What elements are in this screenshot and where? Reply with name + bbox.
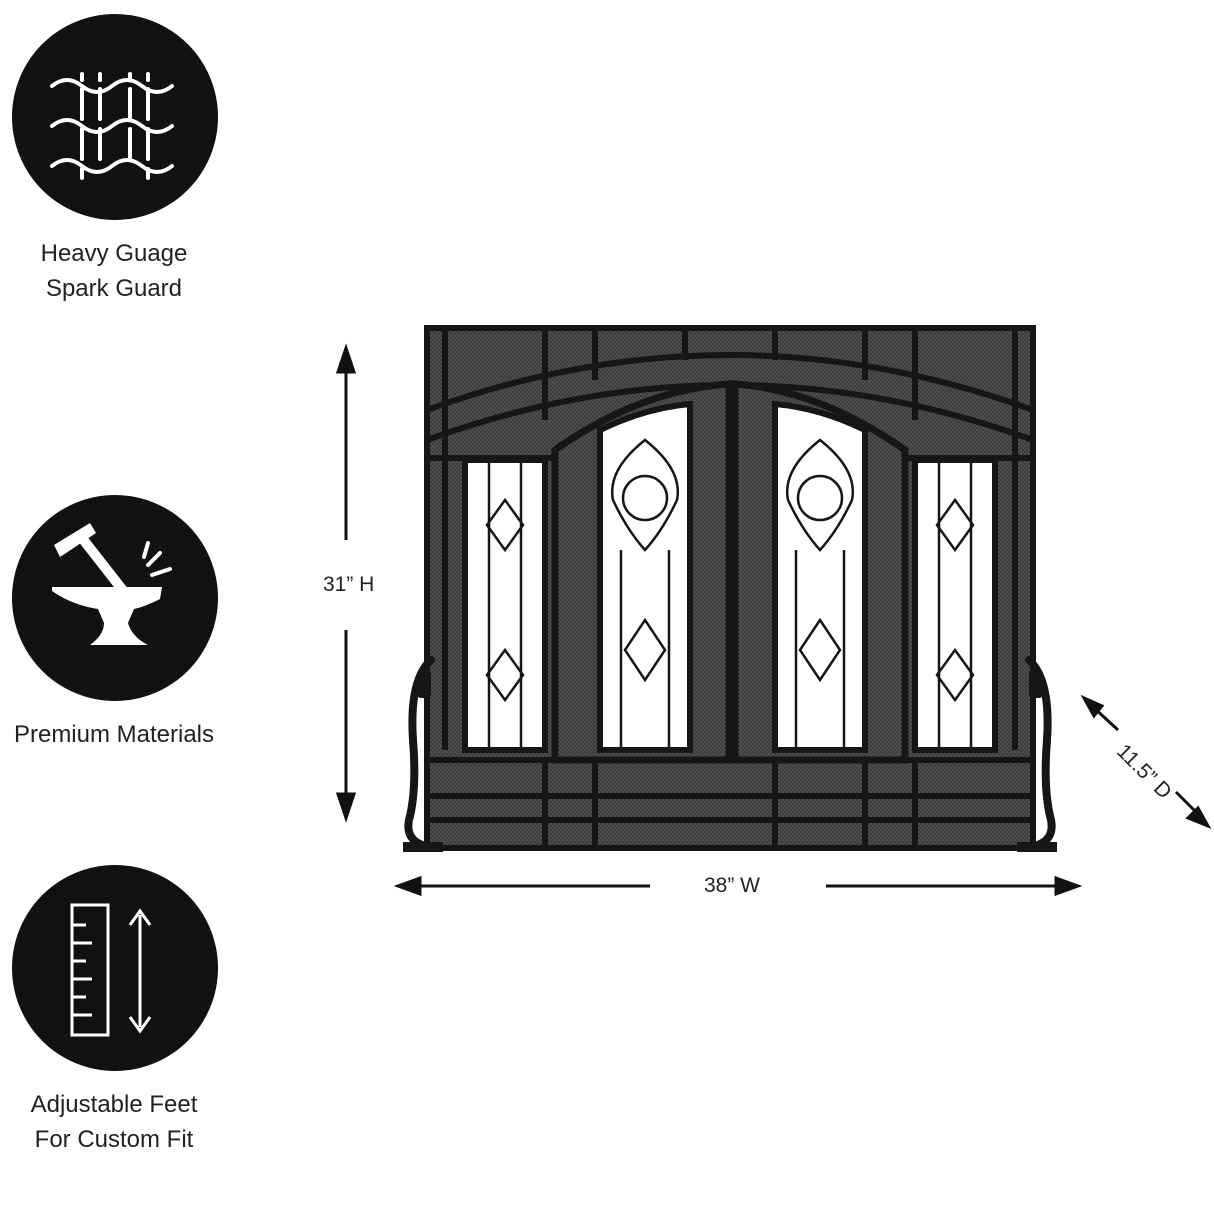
- feature-spark-guard: Heavy Guage Spark Guard: [0, 14, 228, 306]
- width-label: 38” W: [704, 874, 761, 897]
- feature-adjustable-feet: Adjustable Feet For Custom Fit: [0, 865, 228, 1157]
- feature-premium-materials: Premium Materials: [0, 495, 228, 752]
- fireplace-screen-illustration: [403, 325, 1057, 852]
- adjustable-feet-badge: [12, 865, 218, 1071]
- caption-line: Premium Materials: [13, 721, 215, 748]
- caption-line: Adjustable Feet: [30, 1091, 198, 1118]
- spark-guard-caption: Heavy Guage Spark Guard: [0, 236, 228, 306]
- caption-line: Heavy Guage: [40, 240, 188, 267]
- premium-materials-badge: [12, 495, 218, 701]
- spark-guard-badge: [12, 14, 218, 220]
- ruler-arrow-icon: [70, 903, 152, 1037]
- mesh-icon: [50, 72, 174, 180]
- premium-materials-caption: Premium Materials: [0, 717, 228, 752]
- anvil-hammer-icon: [52, 523, 172, 645]
- height-label: 31” H: [323, 573, 375, 596]
- caption-line: Spark Guard: [45, 275, 183, 302]
- caption-line: For Custom Fit: [34, 1126, 194, 1153]
- adjustable-feet-caption: Adjustable Feet For Custom Fit: [0, 1087, 228, 1157]
